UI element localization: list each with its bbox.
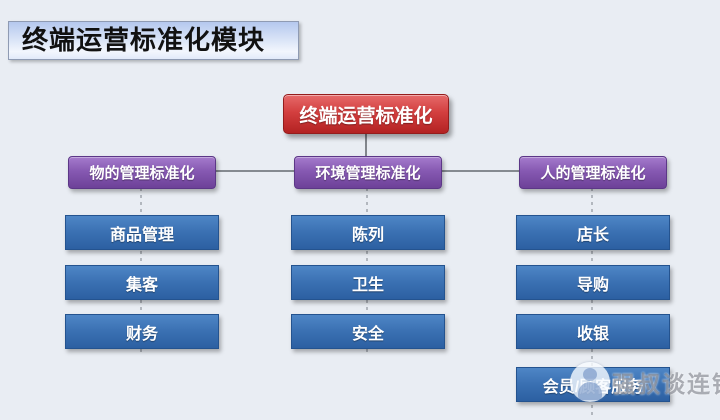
root-node: 终端运营标准化 [283, 94, 449, 134]
child-node-shopping-guide: 导购 [516, 265, 670, 300]
child-node-cashier: 收银 [516, 314, 670, 349]
page-title: 终端运营标准化模块 [8, 21, 299, 60]
branch-node-people: 人的管理标准化 [519, 156, 667, 189]
person-mascot-icon [570, 362, 610, 402]
child-node-customers: 集客 [65, 265, 219, 300]
child-node-store-manager: 店长 [516, 215, 670, 250]
branch-node-things: 物的管理标准化 [68, 156, 216, 189]
watermark: 强叔谈连锁 [570, 362, 720, 402]
child-node-merchandise: 商品管理 [65, 215, 219, 250]
watermark-text: 强叔谈连锁 [612, 371, 720, 397]
child-node-display: 陈列 [291, 215, 445, 250]
child-node-safety: 安全 [291, 314, 445, 349]
branch-node-environment: 环境管理标准化 [294, 156, 442, 189]
child-node-hygiene: 卫生 [291, 265, 445, 300]
child-node-finance: 财务 [65, 314, 219, 349]
